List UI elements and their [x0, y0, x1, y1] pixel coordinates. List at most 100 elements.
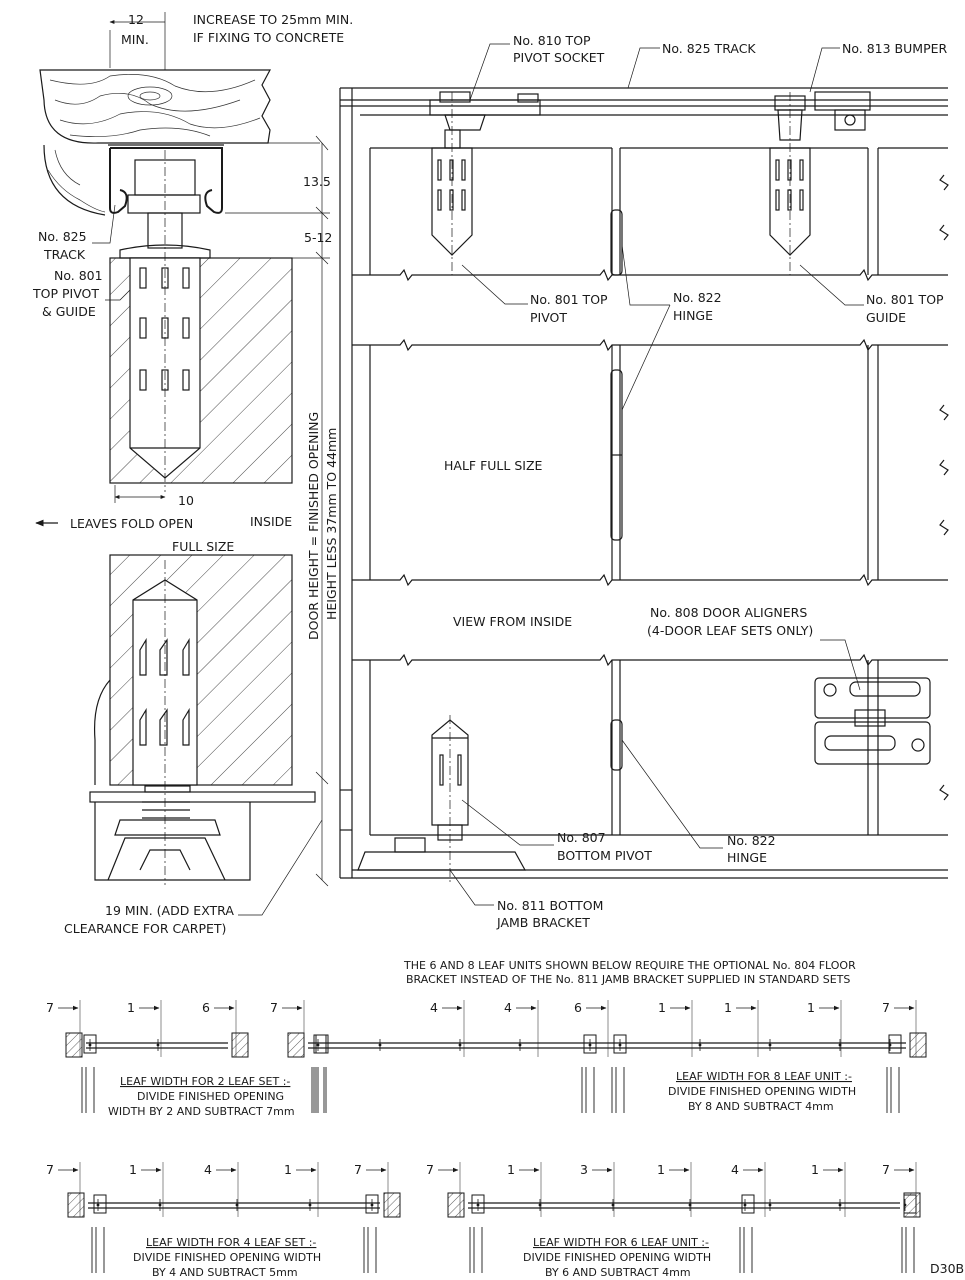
inside-label: INSIDE [250, 514, 292, 529]
two-leaf-text-2: DIVIDE FINISHED OPENING [137, 1090, 284, 1103]
view-inside-label: VIEW FROM INSIDE [453, 614, 572, 629]
min19-label-1: 19 MIN. (ADD EXTRA [105, 903, 234, 918]
eight-leaf-text-3: BY 8 AND SUBTRACT 4mm [688, 1100, 834, 1113]
dim-10: 10 [178, 493, 194, 508]
door-leaves-middle [352, 338, 949, 587]
dim-label: 1 [507, 1162, 515, 1177]
half-full-size-label: HALF FULL SIZE [444, 458, 543, 473]
eight-leaf-text-2: DIVIDE FINISHED OPENING WIDTH [668, 1085, 856, 1098]
pivot-post [886, 1034, 902, 1113]
bottom-pivot-label-1: No. 807 [557, 830, 606, 845]
dim-label: 1 [807, 1000, 815, 1015]
hinge-label-1: No. 822 [673, 290, 722, 305]
top-guide-label-2: GUIDE [866, 310, 906, 325]
hinge-label-2: HINGE [673, 308, 713, 323]
dim-12: 12 [128, 12, 144, 27]
six-leaf-text-3: BY 6 AND SUBTRACT 4mm [545, 1266, 691, 1279]
six-leaf-plan: 7 1 3 1 4 1 7 [426, 1162, 921, 1273]
jamb-0 [287, 1032, 305, 1058]
six-leaf-text-1: LEAF WIDTH FOR 6 LEAF UNIT :- [533, 1236, 709, 1249]
top-left-labels: 12 MIN. INCREASE TO 25mm MIN. IF FIXING … [32, 12, 353, 936]
jamb-0 [65, 1032, 83, 1058]
pivot-post [311, 1034, 327, 1113]
dim-label: 1 [129, 1162, 137, 1177]
pivot-label-1: No. 801 [54, 268, 103, 283]
four-leaf-text-3: BY 4 AND SUBTRACT 5mm [152, 1266, 298, 1279]
elevation-labels: No. 810 TOP PIVOT SOCKET No. 825 TRACK N… [444, 33, 948, 930]
top-pivot-label-2: PIVOT [530, 310, 567, 325]
jamb-1 [231, 1032, 249, 1058]
min19-label-2: CLEARANCE FOR CARPET) [64, 921, 226, 936]
dim-label: 7 [354, 1162, 362, 1177]
dim-label: 7 [46, 1000, 54, 1015]
four-leaf-text-2: DIVIDE FINISHED OPENING WIDTH [133, 1251, 321, 1264]
top-pivot [431, 129, 473, 256]
drawing-reference: D30B [930, 1261, 964, 1276]
hinge-bottom-label-2: HINGE [727, 850, 767, 865]
dim-label: 4 [430, 1000, 438, 1015]
socket-label-1: No. 810 TOP [513, 33, 591, 48]
door-height-label-2: HEIGHT LESS 37mm TO 44mm [324, 428, 339, 620]
six-leaf-text-2: DIVIDE FINISHED OPENING WIDTH [523, 1251, 711, 1264]
four-leaf-text-1: LEAF WIDTH FOR 4 LEAF SET :- [146, 1236, 316, 1249]
dim-label: 1 [724, 1000, 732, 1015]
pivot-label-2: TOP PIVOT [32, 286, 99, 301]
top-pivot-socket [429, 91, 541, 275]
elevation-view [339, 43, 949, 906]
floor-bracket-note-2: BRACKET INSTEAD OF THE No. 811 JAMB BRAC… [406, 973, 850, 986]
dim-label: 1 [127, 1000, 135, 1015]
jamb-0 [67, 1192, 85, 1218]
hinge-bottom [610, 719, 623, 771]
bottom-jamb-bracket [340, 789, 527, 871]
pivot-post [363, 1194, 379, 1273]
dim-label: 3 [580, 1162, 588, 1177]
floor-bracket-note-1: THE 6 AND 8 LEAF UNITS SHOWN BELOW REQUI… [403, 959, 856, 972]
aligner-label-1: No. 808 DOOR ALIGNERS [650, 605, 807, 620]
dim-label: 7 [882, 1162, 890, 1177]
bumper-label: No. 813 BUMPER [842, 41, 948, 56]
dim-label: 6 [202, 1000, 210, 1015]
jamb-label-1: No. 811 BOTTOM [497, 898, 603, 913]
dim-13-5: 13.5 [303, 174, 331, 189]
dim-label: 6 [574, 1000, 582, 1015]
dim-label: 4 [731, 1162, 739, 1177]
jamb-1 [909, 1032, 927, 1058]
increase-note-2: IF FIXING TO CONCRETE [193, 30, 344, 45]
jamb-0 [447, 1192, 465, 1218]
top-guide-label-1: No. 801 TOP [866, 292, 944, 307]
bottom-pivot-label-2: BOTTOM PIVOT [557, 848, 652, 863]
pivot-post [611, 1034, 627, 1113]
dim-label: 7 [426, 1162, 434, 1177]
dim-label: 1 [657, 1162, 665, 1177]
dim-5-12: 5-12 [304, 230, 332, 245]
socket-label-2: PIVOT SOCKET [513, 50, 605, 65]
timber-header [39, 69, 271, 216]
door-height-label-1: DOOR HEIGHT = FINISHED OPENING [306, 412, 321, 640]
track-label-1: No. 825 [38, 229, 87, 244]
dim-label: 1 [811, 1162, 819, 1177]
set-descriptions: LEAF WIDTH FOR 2 LEAF SET :- DIVIDE FINI… [108, 1070, 856, 1279]
pivot-post [581, 1034, 597, 1113]
top-pivot-label-1: No. 801 TOP [530, 292, 608, 307]
hinge-bottom-label-1: No. 822 [727, 833, 776, 848]
dim-label: 7 [46, 1162, 54, 1177]
dim-min: MIN. [121, 32, 149, 47]
eight-leaf-text-1: LEAF WIDTH FOR 8 LEAF UNIT :- [676, 1070, 852, 1083]
increase-note-1: INCREASE TO 25mm MIN. [193, 12, 353, 27]
pivot-post [469, 1194, 485, 1273]
full-size-label: FULL SIZE [172, 539, 234, 554]
two-leaf-text-1: LEAF WIDTH FOR 2 LEAF SET :- [120, 1075, 290, 1088]
top-section-view [35, 12, 330, 916]
bottom-bracket-plate [89, 791, 316, 803]
pivot-post [81, 1034, 97, 1113]
door-leaves-bottom [352, 653, 949, 836]
pivot-post [739, 1194, 755, 1273]
two-leaf-plan: 7 1 6 [46, 1000, 329, 1113]
dim-label: 7 [270, 1000, 278, 1015]
top-guide [769, 92, 811, 275]
